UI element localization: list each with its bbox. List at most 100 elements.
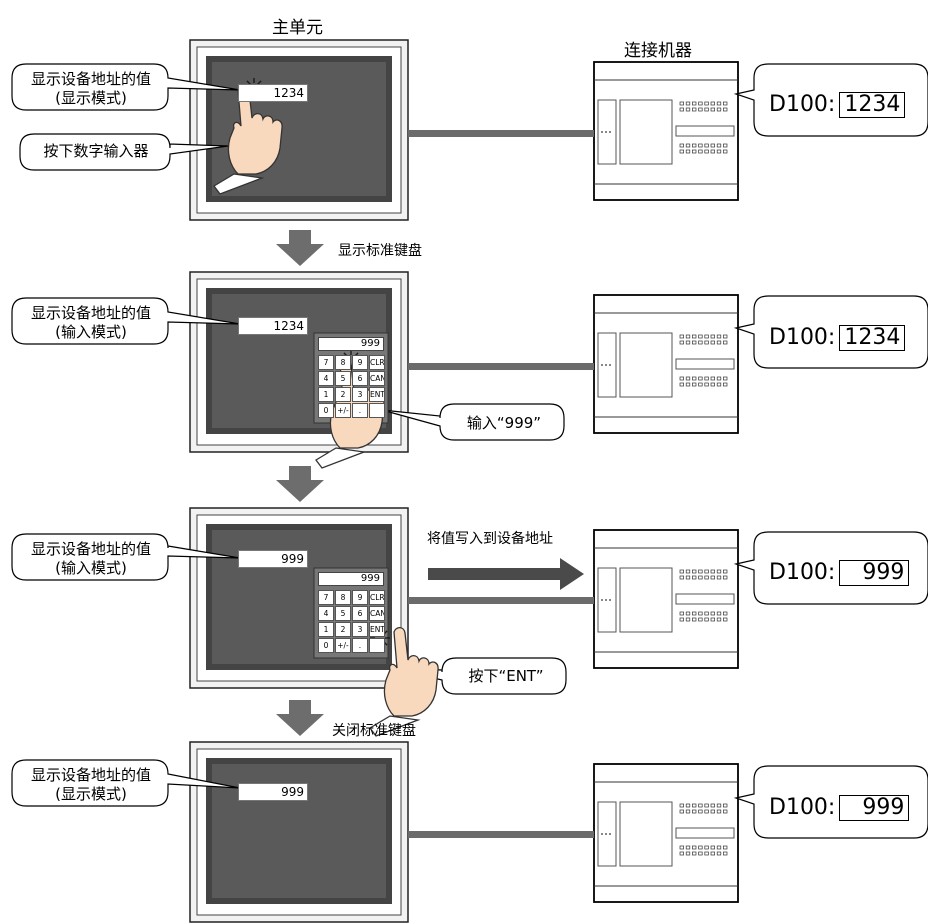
plc-terminal [716, 851, 722, 856]
plc-terminal [698, 334, 703, 339]
plc-terminal [698, 340, 703, 345]
plc-terminal [698, 845, 703, 850]
key-9[interactable]: 9 [352, 590, 368, 605]
key-1[interactable]: 1 [318, 387, 334, 402]
key-6[interactable]: 6 [352, 371, 368, 386]
transition-label-1: 显示标准键盘 [338, 243, 422, 259]
tap-burst-icon-1 [246, 80, 251, 85]
plc-terminal [692, 340, 697, 345]
plc-terminal [704, 334, 709, 339]
plc-terminal [723, 845, 728, 850]
plc-terminal [679, 803, 684, 808]
plc-terminal [685, 569, 691, 574]
device-value-box-1: 1234 [839, 92, 906, 118]
key-5[interactable]: 5 [335, 606, 351, 621]
key-6[interactable]: 6 [352, 606, 368, 621]
plc-terminal [710, 340, 715, 345]
plc-terminal [698, 143, 703, 148]
device-value-2: D100:1234 [769, 325, 906, 351]
key-can[interactable]: CAN [369, 371, 385, 386]
key-3[interactable]: 3 [352, 387, 368, 402]
cable-4 [408, 831, 594, 838]
plc-terminal [704, 803, 709, 808]
action-callout-box-1 [19, 133, 229, 171]
key-7[interactable]: 7 [318, 590, 334, 605]
key-clr[interactable]: CLR [369, 590, 385, 605]
plc-terminal [723, 611, 728, 616]
plc-terminal [692, 107, 697, 112]
plc-terminal [710, 611, 715, 616]
plc-terminal [716, 382, 722, 387]
key-blank[interactable] [369, 403, 385, 418]
plc-terminal [704, 149, 709, 154]
numeric-input-3[interactable]: 999 [238, 550, 308, 568]
action-callout-3: 按下“ENT” [468, 667, 544, 685]
plc-terminal [679, 143, 684, 148]
plc-terminal [704, 143, 709, 148]
hand-icon-1 [213, 84, 283, 195]
key-5[interactable]: 5 [335, 371, 351, 386]
mode-callout-3-line2: (输入模式) [55, 559, 127, 577]
plc-terminal [704, 376, 709, 381]
plc-terminal [692, 143, 697, 148]
key-4[interactable]: 4 [318, 371, 334, 386]
key-0[interactable]: 0 [318, 403, 334, 418]
plc-terminal [710, 101, 715, 106]
key-4[interactable]: 4 [318, 606, 334, 621]
key-8[interactable]: 8 [335, 355, 351, 370]
plc-led [605, 131, 607, 133]
key-2[interactable]: 2 [335, 622, 351, 637]
keypad-display-3: 999 [318, 572, 384, 586]
device-title: 连接机器 [624, 41, 692, 61]
plc-terminal [716, 575, 722, 580]
plc-terminal [723, 107, 728, 112]
key-3[interactable]: 3 [352, 622, 368, 637]
plc-terminal [685, 809, 691, 814]
plc-terminal [698, 107, 703, 112]
key-ent[interactable]: ENT [369, 387, 385, 402]
mode-callout-1: 显示设备地址的值 (显示模式) [14, 70, 168, 108]
key-dot[interactable]: . [352, 403, 368, 418]
key-7[interactable]: 7 [318, 355, 334, 370]
key-plus-minus[interactable]: +/- [335, 403, 351, 418]
plc-terminal [679, 334, 684, 339]
device-address-1: D100: [769, 92, 836, 117]
plc-terminal [710, 617, 715, 622]
key-0[interactable]: 0 [318, 638, 334, 653]
key-ent[interactable]: ENT [369, 622, 385, 637]
plc-terminal [723, 851, 728, 856]
plc-terminal [704, 809, 709, 814]
key-8[interactable]: 8 [335, 590, 351, 605]
plc-terminal [716, 143, 722, 148]
plc-terminal [685, 107, 691, 112]
key-blank[interactable] [369, 638, 385, 653]
key-clr[interactable]: CLR [369, 355, 385, 370]
key-9[interactable]: 9 [352, 355, 368, 370]
plc-terminal [723, 575, 728, 580]
numeric-input-1[interactable]: 1234 [238, 84, 308, 102]
cable-1 [408, 130, 594, 137]
plc-terminal [723, 569, 728, 574]
plc-terminal [679, 107, 684, 112]
plc-terminal [723, 149, 728, 154]
key-2[interactable]: 2 [335, 387, 351, 402]
plc-terminal [679, 611, 684, 616]
plc-led [601, 599, 603, 601]
plc-terminal [698, 101, 703, 106]
key-plus-minus[interactable]: +/- [335, 638, 351, 653]
mode-callout-3: 显示设备地址的值 (输入模式) [14, 540, 168, 578]
key-1[interactable]: 1 [318, 622, 334, 637]
numeric-input-4[interactable]: 999 [238, 783, 308, 801]
device-value-box-3: 999 [839, 560, 910, 586]
key-dot[interactable]: . [352, 638, 368, 653]
plc-port-4 [597, 801, 617, 867]
plc-led [601, 131, 603, 133]
action-callout-2: 输入“999” [466, 414, 542, 432]
key-can[interactable]: CAN [369, 606, 385, 621]
mode-callout-box-3 [11, 533, 241, 581]
device-value-box-4: 999 [839, 795, 910, 821]
numeric-input-2[interactable]: 1234 [238, 317, 308, 335]
plc-terminal [679, 617, 684, 622]
plc-terminal [716, 803, 722, 808]
